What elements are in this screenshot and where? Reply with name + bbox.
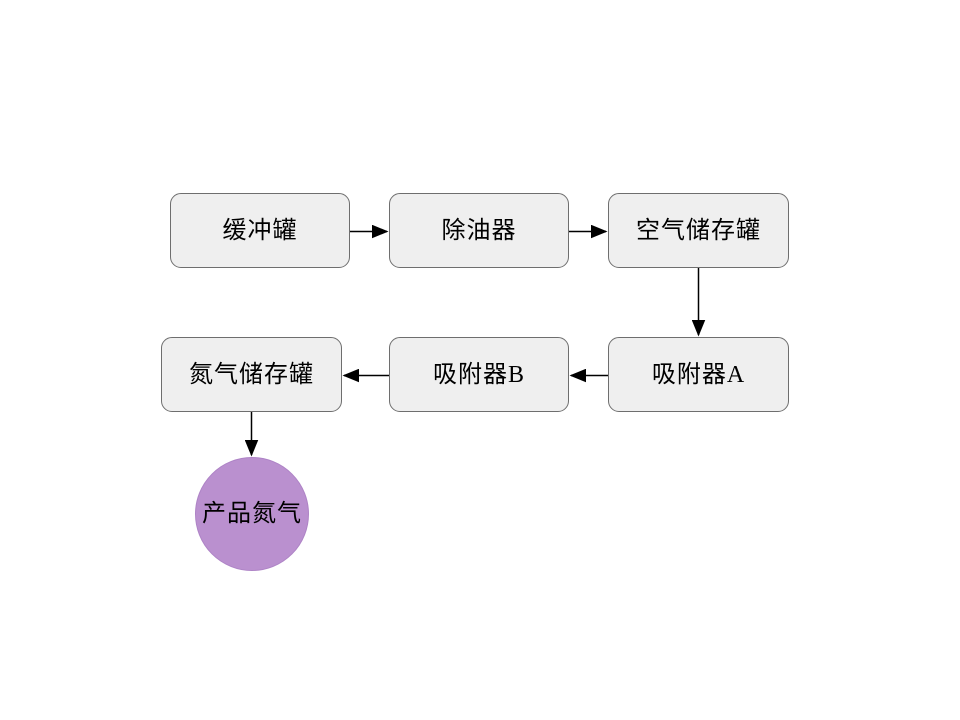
node-adsorber-b-label: 吸附器B xyxy=(432,361,525,388)
node-oil-remover-label: 除油器 xyxy=(441,217,517,244)
node-product-nitrogen-label: 产品氮气 xyxy=(202,501,302,527)
node-adsorber-a: 吸附器A xyxy=(608,337,789,412)
node-nitrogen-storage-tank: 氮气储存罐 xyxy=(161,337,342,412)
node-air-storage-tank-label: 空气储存罐 xyxy=(636,217,761,244)
node-adsorber-b: 吸附器B xyxy=(389,337,569,412)
node-nitrogen-storage-tank-label: 氮气储存罐 xyxy=(189,361,314,388)
node-buffer-tank-label: 缓冲罐 xyxy=(222,217,298,244)
node-buffer-tank: 缓冲罐 xyxy=(170,193,350,268)
node-air-storage-tank: 空气储存罐 xyxy=(608,193,789,268)
node-product-nitrogen: 产品氮气 xyxy=(195,457,309,571)
node-oil-remover: 除油器 xyxy=(389,193,569,268)
node-adsorber-a-label: 吸附器A xyxy=(651,361,746,388)
